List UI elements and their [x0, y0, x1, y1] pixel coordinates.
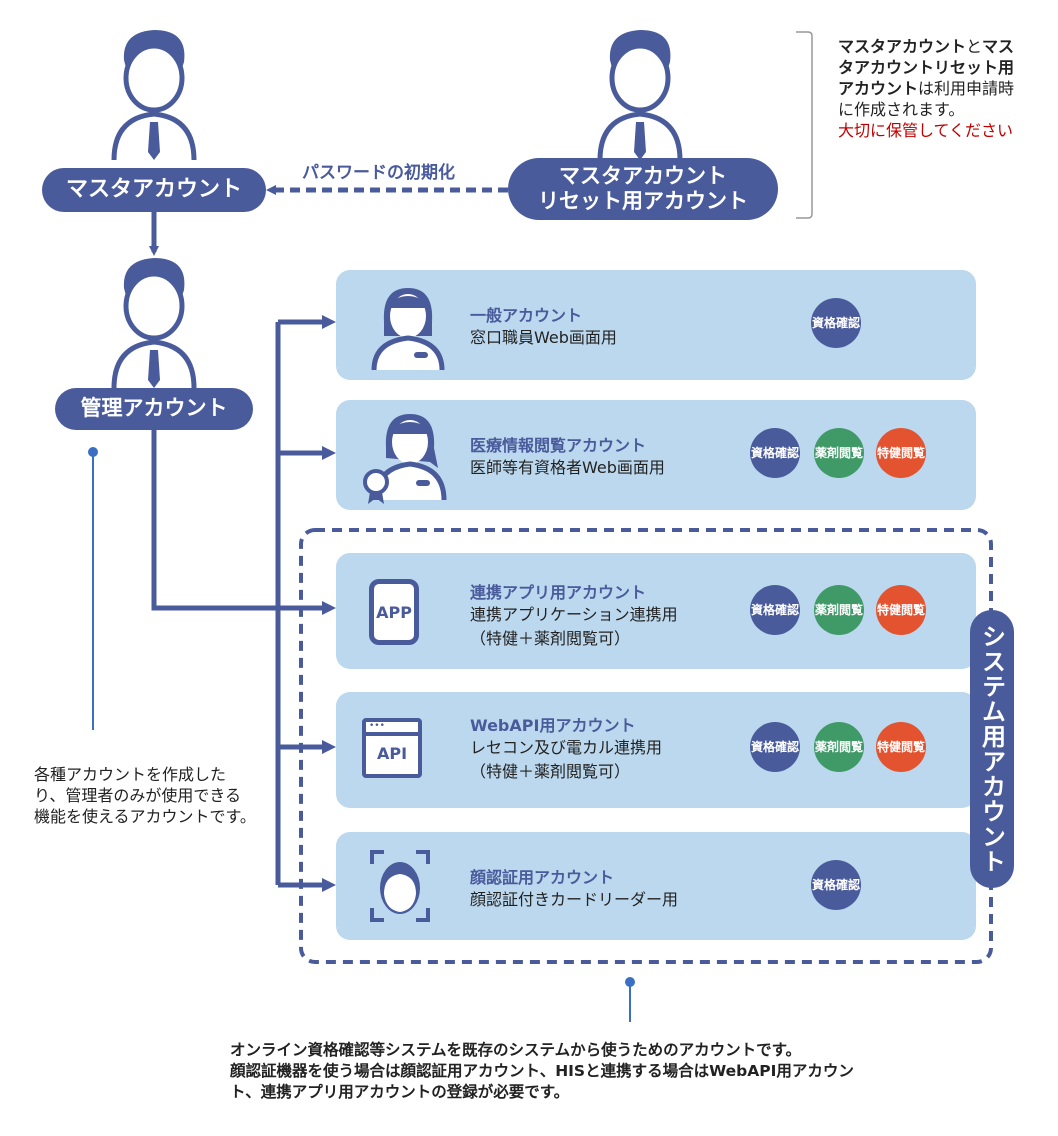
account-card-medical-info: 医療情報閲覧アカウント 医師等有資格者Web画面用 資格確認 薬剤閲覧 特健閲覧	[336, 400, 976, 510]
description-line: ト、連携アプリ用アカウントの登録が必要です。	[230, 1083, 570, 1101]
system-accounts-description: オンライン資格確認等システムを既存のシステムから使うためのアカウントです。 顔認…	[230, 1040, 854, 1103]
account-desc: 連携アプリケーション連携用	[470, 605, 678, 624]
account-desc-note: （特健＋薬剤閲覧可）	[470, 629, 631, 648]
app-icon-text: APP	[376, 602, 412, 622]
account-desc: 顔認証付きカードリーダー用	[470, 890, 679, 909]
description-line: オンライン資格確認等システムを既存のシステムから使うためのアカウントです。	[230, 1041, 802, 1059]
side-note-plain1: と	[966, 37, 983, 56]
face-scan-icon	[370, 850, 430, 922]
reset-account-pill: マスタアカウント リセット用アカウント	[508, 158, 778, 220]
system-accounts-label-text: システム用アカウント	[977, 624, 1006, 874]
badge-tokken: 特健閲覧	[876, 585, 926, 635]
badge-shikaku: 資格確認	[750, 428, 800, 478]
description-line: 顔認証機器を使う場合は顔認証用アカウント、HISと連携する場合はWebAPI用ア…	[230, 1062, 854, 1080]
admin-account-pill: 管理アカウント	[55, 388, 253, 430]
account-desc: 医師等有資格者Web画面用	[470, 458, 665, 477]
account-card-webapi: ••• API WebAPI用アカウント レセコン及び電カル連携用 （特健＋薬剤…	[336, 692, 976, 808]
account-title: 連携アプリ用アカウント	[470, 583, 647, 602]
side-note-bold2: マスタアカウントリセット用アカウント	[838, 37, 1015, 98]
master-person-icon	[111, 30, 197, 161]
side-note-warning: 大切に保管してください	[838, 121, 1014, 140]
account-title: 一般アカウント	[470, 306, 583, 325]
side-note-bold1: マスタアカウント	[838, 37, 967, 56]
account-title: WebAPI用アカウント	[470, 716, 636, 735]
badge-shikaku: 資格確認	[750, 585, 800, 635]
master-account-label: マスタアカウント	[65, 176, 242, 202]
staff-woman-icon	[371, 288, 445, 371]
side-note-plain2: は利用申請時に作成されます。	[838, 79, 1015, 119]
admin-branch-line	[151, 425, 322, 611]
badge-shikaku: 資格確認	[750, 722, 800, 772]
master-account-pill: マスタアカウント	[42, 168, 266, 212]
badge-yakuzai: 薬剤閲覧	[814, 428, 864, 478]
reset-person-icon	[597, 30, 683, 161]
app-icon: APP	[369, 579, 419, 645]
account-title: 顔認証用アカウント	[470, 868, 615, 887]
badge-tokken: 特健閲覧	[876, 428, 926, 478]
admin-account-label: 管理アカウント	[80, 396, 228, 421]
api-icon-text: API	[376, 744, 408, 763]
account-card-face-auth: 顔認証用アカウント 顔認証付きカードリーダー用 資格確認	[336, 832, 976, 940]
side-note: マスタアカウントとマスタアカウントリセット用アカウントは利用申請時に作成されます…	[838, 36, 1018, 141]
admin-account-description: 各種アカウントを作成したり、管理者のみが使用できる機能を使えるアカウントです。	[34, 765, 256, 826]
api-window-icon: ••• API	[362, 718, 422, 778]
password-reset-label: パスワードの初期化	[302, 163, 455, 183]
system-accounts-label: システム用アカウント	[970, 610, 1014, 888]
badge-yakuzai: 薬剤閲覧	[814, 585, 864, 635]
account-card-app-integration: APP 連携アプリ用アカウント 連携アプリケーション連携用 （特健＋薬剤閲覧可）…	[336, 553, 976, 669]
account-desc: レセコン及び電カル連携用	[470, 738, 663, 757]
account-card-general: 一般アカウント 窓口職員Web画面用 資格確認	[336, 270, 976, 380]
admin-person-icon	[111, 258, 197, 389]
account-title: 医療情報閲覧アカウント	[470, 436, 647, 455]
reset-account-label-line2: リセット用アカウント	[538, 189, 748, 213]
badge-yakuzai: 薬剤閲覧	[814, 722, 864, 772]
account-desc-note: （特健＋薬剤閲覧可）	[470, 762, 631, 781]
badge-shikaku: 資格確認	[811, 860, 861, 910]
reset-account-label-line1: マスタアカウント	[559, 163, 727, 188]
side-note-bracket	[796, 31, 813, 219]
badge-shikaku: 資格確認	[811, 298, 861, 348]
doctor-badge-icon	[363, 414, 447, 504]
account-desc: 窓口職員Web画面用	[470, 328, 617, 347]
badge-tokken: 特健閲覧	[876, 722, 926, 772]
